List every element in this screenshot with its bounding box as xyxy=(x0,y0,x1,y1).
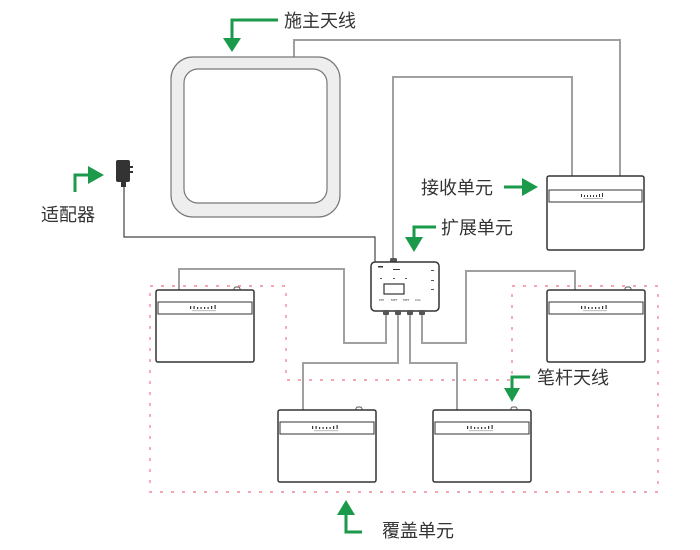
coverage-unit xyxy=(546,286,646,363)
adapter-icon xyxy=(116,160,133,187)
port-label-4: CUL xyxy=(415,298,421,302)
label-receiver-unit: 接收单元 xyxy=(421,178,493,199)
label-donor-antenna: 施主天线 xyxy=(284,11,356,32)
arrow-expansion-unit xyxy=(412,225,436,239)
label-coverage-unit: 覆盖单元 xyxy=(382,521,454,542)
coverage-unit-body xyxy=(432,409,532,483)
cable-expansion-to-coverage-2 xyxy=(302,312,399,410)
cable-expansion-to-coverage-1 xyxy=(178,268,387,344)
arrow-donor-antenna xyxy=(230,18,278,40)
port-label-3: MPT xyxy=(403,298,409,302)
signal-led-row xyxy=(190,305,216,312)
arrow-head-donor-antenna xyxy=(223,38,241,52)
coverage-unit-body xyxy=(546,289,646,363)
expansion-unit: MH MPT MPT CUL xyxy=(370,258,440,315)
signal-led-row xyxy=(312,425,338,432)
coverage-unit-body xyxy=(277,409,377,483)
coverage-unit-body xyxy=(155,289,255,363)
port-label-1: MH xyxy=(379,298,384,302)
donor-antenna xyxy=(170,56,341,218)
cable-donor-to-receiver xyxy=(293,39,621,176)
signal-led-row xyxy=(467,425,493,432)
arrow-pole-antenna xyxy=(510,375,530,390)
cable-expansion-to-receiver xyxy=(392,76,573,262)
arrow-head-expansion-unit xyxy=(405,237,423,252)
coverage-unit xyxy=(432,406,532,483)
coverage-zone-border xyxy=(149,285,659,493)
arrow-adapter xyxy=(73,173,90,192)
port-label-2: MPT xyxy=(391,298,397,302)
arrow-head-coverage-unit xyxy=(337,500,355,515)
label-adapter: 适配器 xyxy=(41,205,95,226)
coverage-unit xyxy=(155,286,255,363)
arrow-coverage-unit xyxy=(344,513,362,534)
signal-led-row xyxy=(581,305,607,312)
cable-expansion-to-coverage-3 xyxy=(409,312,458,410)
coverage-unit xyxy=(277,406,377,483)
signal-led-row xyxy=(581,193,603,199)
label-expansion-unit: 扩展单元 xyxy=(441,218,513,239)
expansion-ports xyxy=(383,310,425,315)
arrow-head-pole-antenna xyxy=(504,388,520,402)
label-pole-antenna: 笔杆天线 xyxy=(537,368,609,389)
cable-adapter-to-expansion xyxy=(123,186,376,262)
arrow-head-receiver-unit xyxy=(522,178,538,196)
receiver-unit xyxy=(546,175,645,251)
cable-expansion-to-coverage-4 xyxy=(421,270,576,344)
arrow-head-adapter xyxy=(88,166,104,184)
